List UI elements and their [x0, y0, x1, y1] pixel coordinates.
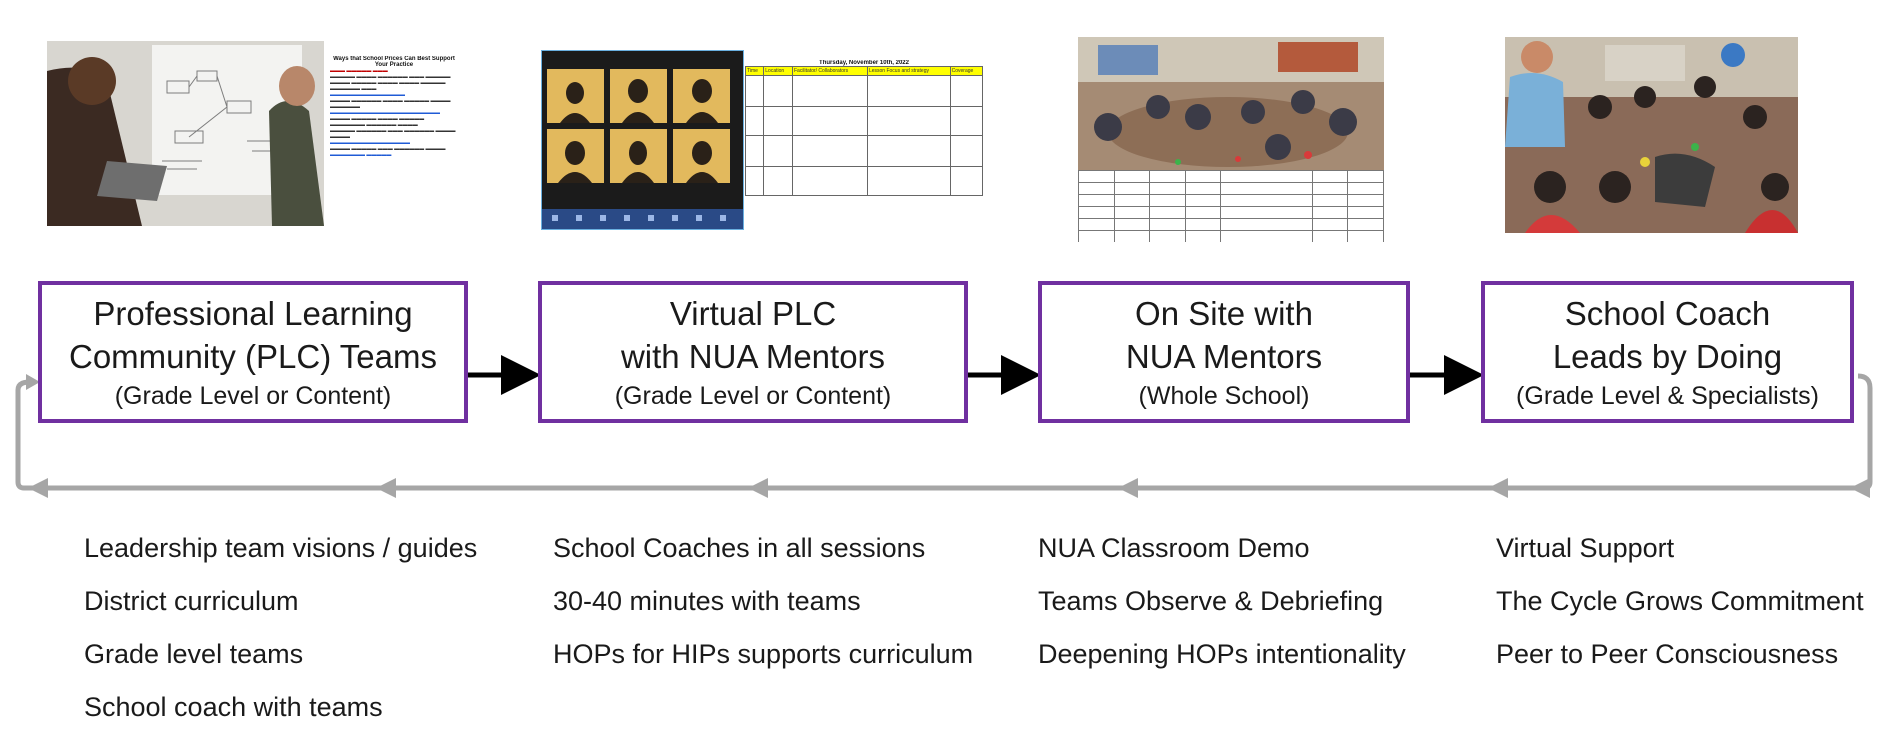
stage-plc-teams: Professional Learning Community (PLC) Te… [38, 281, 468, 423]
observation-table [1078, 170, 1384, 242]
list-item: NUA Classroom Demo [1038, 533, 1310, 563]
schedule-table: Thursday, November 10th, 2022 Time Locat… [745, 60, 983, 230]
stage-1-points: Leadership team visions / guides Distric… [84, 522, 477, 734]
plc-notes-document: Ways that School Prices Can Best Support… [330, 56, 458, 206]
stage-subtitle: (Grade Level & Specialists) [1516, 382, 1819, 410]
list-item: Leadership team visions / guides [84, 533, 478, 563]
video-call-grid [541, 50, 744, 230]
stage-subtitle: (Grade Level or Content) [114, 382, 392, 410]
stage-title: On Site with NUA Mentors [1125, 295, 1323, 375]
return-loop [15, 373, 1873, 491]
stage-school-coach: School Coach Leads by Doing (Grade Level… [1481, 281, 1854, 423]
stage-subtitle: (Whole School) [1138, 382, 1310, 410]
list-item: 30-40 minutes with teams [553, 586, 861, 616]
stage-3-points: NUA Classroom Demo Teams Observe & Debri… [1038, 522, 1406, 681]
list-item: Deepening HOPs intentionality [1038, 639, 1406, 669]
stage-2-points: School Coaches in all sessions 30-40 min… [553, 522, 973, 681]
list-item: Virtual Support [1496, 533, 1675, 563]
students-circle-photo [1505, 37, 1798, 233]
schedule-title: Thursday, November 10th, 2022 [819, 60, 909, 66]
whiteboard-photo [47, 41, 324, 226]
classroom-circle-photo [1078, 37, 1384, 170]
stage-on-site: On Site with NUA Mentors (Whole School) [1038, 281, 1410, 423]
stage-title: School Coach Leads by Doing [1552, 295, 1783, 375]
list-item: Grade level teams [84, 639, 304, 669]
stage-virtual-plc: Virtual PLC with NUA Mentors (Grade Leve… [538, 281, 968, 423]
list-item: District curriculum [84, 586, 299, 616]
list-item: Teams Observe & Debriefing [1038, 586, 1384, 616]
stage-subtitle: (Grade Level or Content) [614, 382, 892, 410]
list-item: The Cycle Grows Commitment [1496, 586, 1864, 616]
list-item: Peer to Peer Consciousness [1496, 639, 1839, 669]
list-item: School coach with teams [84, 692, 383, 722]
return-loop-arrowheads [26, 374, 1870, 498]
list-item: School Coaches in all sessions [553, 533, 926, 563]
stage-4-points: Virtual Support The Cycle Grows Commitme… [1496, 522, 1864, 681]
list-item: HOPs for HIPs supports curriculum [553, 639, 974, 669]
stage-title: Professional Learning Community (PLC) Te… [69, 295, 437, 375]
stage-title: Virtual PLC with NUA Mentors [620, 295, 886, 375]
